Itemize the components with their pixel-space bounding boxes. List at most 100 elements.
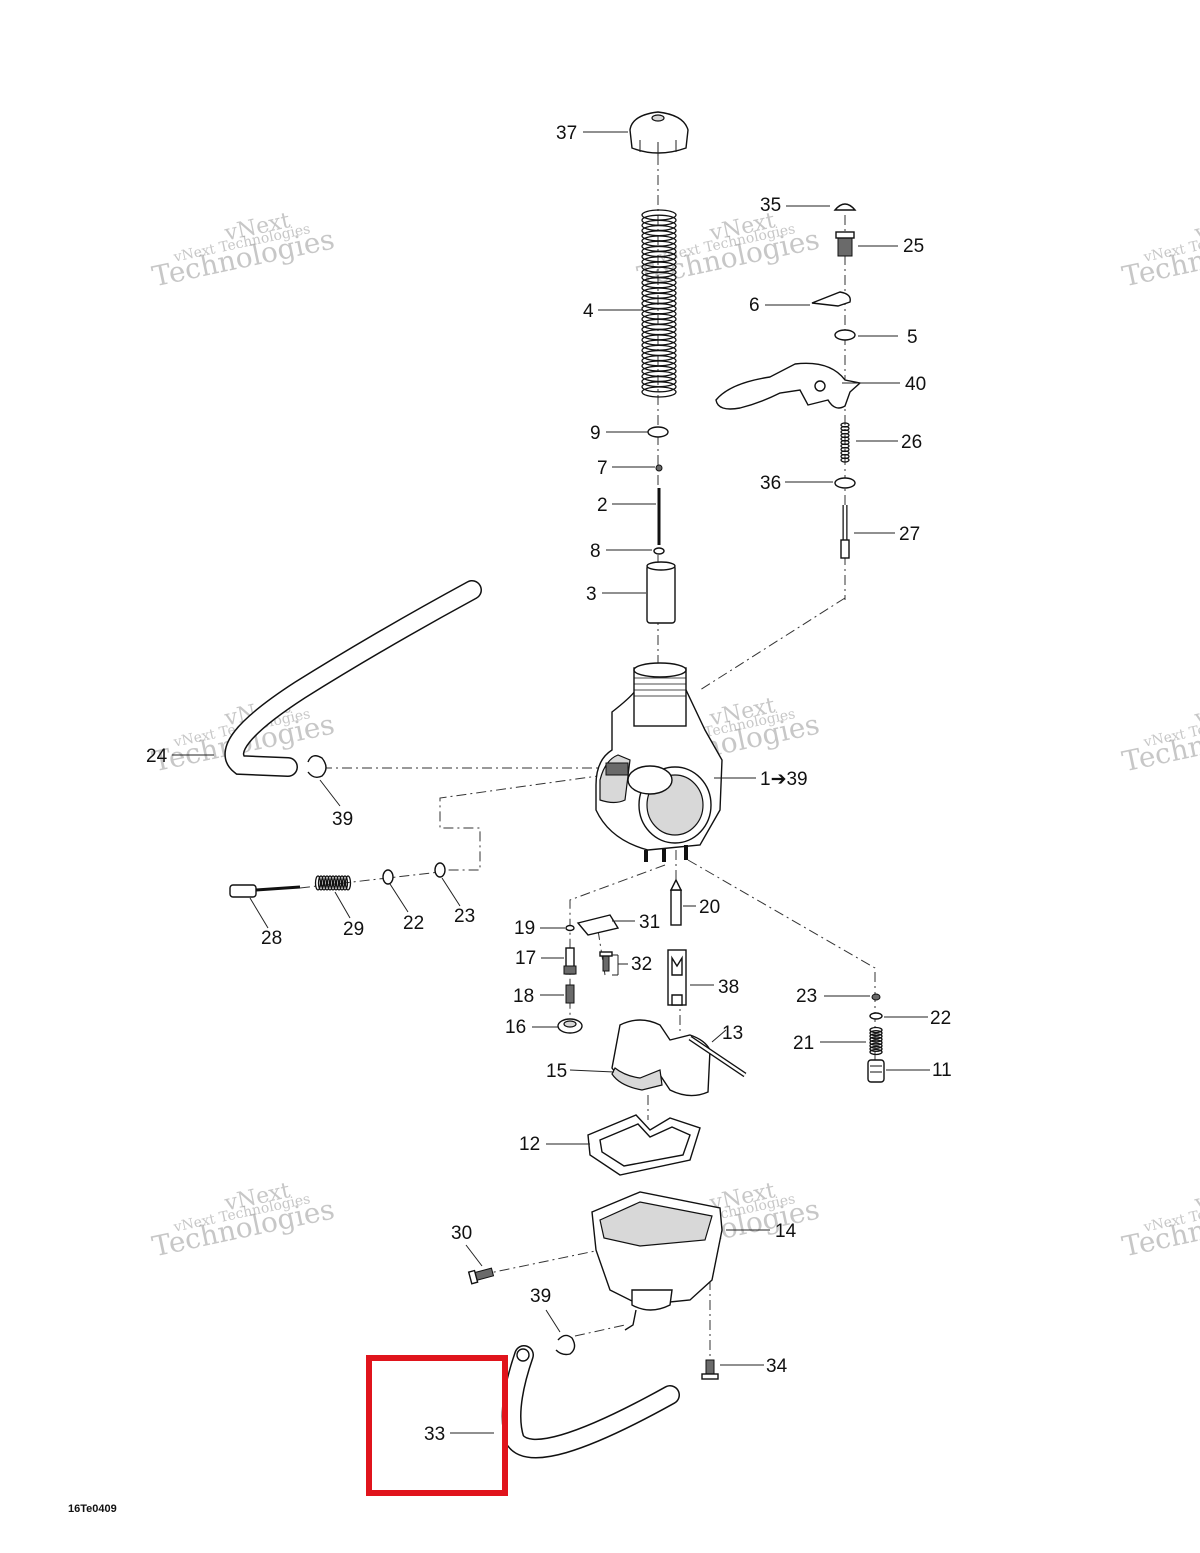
hose-clamp-part bbox=[307, 755, 327, 779]
drain-hose-part bbox=[501, 1345, 680, 1459]
callout-4: 4 bbox=[583, 301, 594, 322]
washer-part bbox=[653, 547, 665, 555]
callout-17: 17 bbox=[515, 948, 536, 969]
figure-reference: 16Te0409 bbox=[68, 1503, 117, 1515]
callout-1-39: 1➔39 bbox=[760, 769, 808, 790]
callout-27: 27 bbox=[899, 524, 920, 545]
spring-coil bbox=[314, 875, 322, 891]
idle-screw-part bbox=[867, 1059, 885, 1083]
spring-coil bbox=[338, 875, 346, 891]
e-ring-part bbox=[655, 464, 663, 472]
callout-35: 35 bbox=[760, 195, 781, 216]
spring-26-part bbox=[840, 422, 850, 463]
callout-21: 21 bbox=[793, 1033, 814, 1054]
callout-29: 29 bbox=[343, 919, 364, 940]
callout-13: 13 bbox=[722, 1023, 743, 1044]
svg-text:vNext: vNext bbox=[1192, 1178, 1200, 1216]
adjuster-nut-part bbox=[835, 231, 855, 257]
float-bowl-gasket-part bbox=[587, 1114, 701, 1176]
callout-40: 40 bbox=[905, 374, 926, 395]
leader-lines bbox=[172, 131, 930, 1434]
cap-small-part bbox=[833, 203, 857, 211]
callout-6: 6 bbox=[749, 295, 760, 316]
vent-hose-part bbox=[224, 580, 482, 777]
callout-5: 5 bbox=[907, 327, 918, 348]
callout-26: 26 bbox=[901, 432, 922, 453]
watermark: vNext vNext Technologies Technologies bbox=[149, 1178, 337, 1263]
washer-5-part bbox=[834, 329, 856, 341]
main-jet-part bbox=[669, 878, 683, 926]
assembly-lines bbox=[299, 155, 876, 1365]
callout-37: 37 bbox=[556, 123, 577, 144]
drain-screw-part bbox=[467, 1267, 495, 1285]
needle-valve-part bbox=[667, 949, 687, 1006]
spring-coil bbox=[869, 1048, 883, 1056]
spring-coil bbox=[320, 875, 328, 891]
spring-coil bbox=[641, 386, 677, 398]
float-part bbox=[611, 1019, 711, 1097]
watermark: vNext vNext Technologies Technologies bbox=[1119, 1178, 1200, 1264]
callout-15: 15 bbox=[546, 1061, 567, 1082]
svg-text:vNext: vNext bbox=[1192, 208, 1200, 246]
screw-32-part bbox=[599, 951, 613, 972]
spring-coil bbox=[869, 1033, 883, 1040]
spring-coil bbox=[335, 875, 343, 891]
screw-34-part bbox=[701, 1359, 719, 1380]
callout-labels: 37 35 25 4 6 5 40 9 26 7 36 2 27 8 3 24 … bbox=[146, 123, 952, 1445]
parts bbox=[224, 111, 885, 1459]
clip-part bbox=[647, 426, 669, 438]
callout-19: 19 bbox=[514, 918, 535, 939]
washer-23-part bbox=[871, 993, 881, 1001]
watermark: vNext vNext Technologies Technologies bbox=[149, 208, 337, 293]
spring-coil bbox=[326, 875, 334, 891]
callout-23: 23 bbox=[454, 906, 475, 927]
callout-31: 31 bbox=[639, 912, 660, 933]
plunger-part bbox=[840, 505, 850, 559]
choke-lever-part bbox=[715, 362, 862, 410]
spring-coil bbox=[323, 875, 331, 891]
watermark: vNext vNext Technologies Technologies bbox=[1119, 693, 1200, 778]
spring-coil bbox=[869, 1036, 883, 1043]
callout-22: 22 bbox=[403, 913, 424, 934]
callout-9: 9 bbox=[590, 423, 601, 444]
callout-38: 38 bbox=[718, 977, 739, 998]
spring-coil bbox=[840, 457, 850, 463]
needle-jet-part bbox=[565, 984, 575, 1004]
spring-coil bbox=[869, 1026, 883, 1034]
washer-36-part bbox=[834, 477, 856, 489]
callout-16: 16 bbox=[505, 1017, 526, 1038]
air-screw-part bbox=[229, 884, 301, 898]
callout-22-right: 22 bbox=[930, 1008, 951, 1029]
bracket-part bbox=[811, 291, 851, 307]
o-ring-part bbox=[382, 869, 394, 885]
callout-11: 11 bbox=[932, 1060, 952, 1081]
spring-coil bbox=[869, 1042, 883, 1049]
svg-text:Technologies: Technologies bbox=[1119, 1193, 1200, 1264]
callout-18: 18 bbox=[513, 986, 534, 1007]
plate-part bbox=[576, 914, 620, 936]
callout-39: 39 bbox=[332, 809, 353, 830]
cap-part bbox=[629, 111, 689, 156]
spring-21-part bbox=[869, 1026, 883, 1056]
seat-part bbox=[557, 1018, 583, 1034]
spring-coil bbox=[329, 875, 337, 891]
spring-coil bbox=[641, 381, 677, 393]
washer-19-part bbox=[565, 924, 575, 932]
throttle-slide-part bbox=[646, 561, 676, 624]
callout-3: 3 bbox=[586, 584, 597, 605]
spring-coil bbox=[869, 1029, 883, 1037]
callout-23-right: 23 bbox=[796, 986, 817, 1007]
callout-2: 2 bbox=[597, 495, 608, 516]
spring-coil bbox=[317, 875, 325, 891]
callout-39-lower: 39 bbox=[530, 1286, 551, 1307]
watermark: vNext vNext Technologies Technologies bbox=[1119, 208, 1200, 294]
callout-7: 7 bbox=[597, 458, 608, 479]
float-bowl-part bbox=[591, 1191, 723, 1331]
svg-text:Technologies: Technologies bbox=[1119, 223, 1200, 294]
callout-12: 12 bbox=[519, 1134, 540, 1155]
main-spring-part bbox=[641, 209, 677, 398]
hose-clamp-lower-part bbox=[555, 1334, 576, 1356]
spring-coil bbox=[869, 1039, 883, 1046]
spring-coil bbox=[332, 875, 340, 891]
